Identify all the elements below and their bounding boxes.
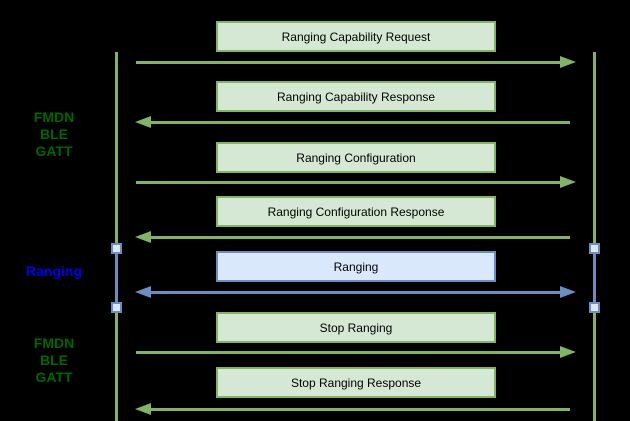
arrow-shaft <box>147 407 570 411</box>
phase-label-ranging: Ranging <box>26 263 82 279</box>
message-box: Stop Ranging <box>216 312 496 343</box>
arrow-right-icon <box>135 56 576 68</box>
message-label: Ranging Capability Response <box>276 89 436 104</box>
arrow-bidirectional-icon <box>135 286 576 298</box>
arrow-shaft <box>136 350 564 354</box>
arrow-shaft <box>147 120 570 124</box>
lifeline-left <box>115 52 118 421</box>
message-box: Ranging Capability Request <box>216 21 496 52</box>
arrow-shaft <box>147 290 564 294</box>
arrowhead-left-icon <box>135 231 151 243</box>
lifeline-left-ranging-segment <box>115 250 118 307</box>
message-label: Stop Ranging Response <box>290 375 422 390</box>
message-box: Ranging <box>216 251 496 282</box>
message-box: Ranging Configuration <box>216 142 496 173</box>
arrow-left-icon <box>135 116 576 128</box>
lifeline-right <box>593 52 596 421</box>
arrowhead-left-icon <box>135 403 151 415</box>
arrowhead-right-icon <box>560 346 576 358</box>
arrow-left-icon <box>135 403 576 415</box>
arrow-left-icon <box>135 231 576 243</box>
message-label: Stop Ranging <box>319 320 393 335</box>
arrowhead-right-icon <box>560 56 576 68</box>
arrow-shaft <box>136 60 564 64</box>
lifeline-right-ranging-segment <box>593 250 596 307</box>
activation-marker <box>111 243 122 254</box>
message-box: Stop Ranging Response <box>216 367 496 398</box>
phase-label-fmdn-ble-gatt-top: FMDN BLE GATT <box>33 109 75 159</box>
arrowhead-right-icon <box>560 286 576 298</box>
arrow-right-icon <box>135 346 576 358</box>
phase-label-fmdn-ble-gatt-bottom: FMDN BLE GATT <box>33 335 75 385</box>
message-label: Ranging Configuration <box>296 150 416 165</box>
arrowhead-left-icon <box>135 286 151 298</box>
activation-marker <box>111 302 122 313</box>
message-label: Ranging <box>333 259 379 274</box>
arrowhead-left-icon <box>135 116 151 128</box>
arrow-right-icon <box>135 176 576 188</box>
message-box: Ranging Configuration Response <box>216 196 496 227</box>
arrowhead-right-icon <box>560 176 576 188</box>
arrow-shaft <box>136 180 564 184</box>
activation-marker <box>589 302 600 313</box>
message-label: Ranging Configuration Response <box>267 204 445 219</box>
activation-marker <box>589 243 600 254</box>
message-box: Ranging Capability Response <box>216 81 496 112</box>
message-label: Ranging Capability Request <box>281 29 431 44</box>
arrow-shaft <box>147 235 570 239</box>
